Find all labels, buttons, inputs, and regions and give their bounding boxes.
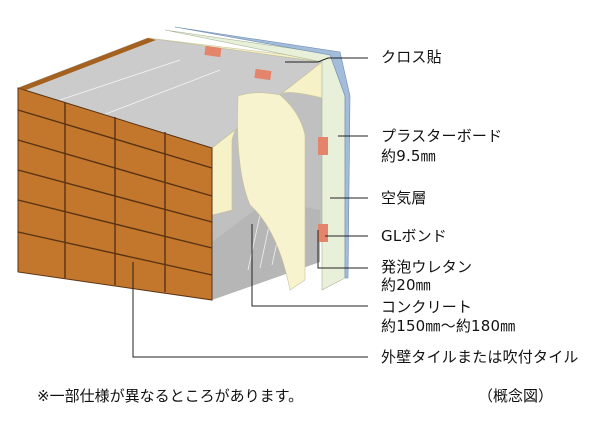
label-urethane: 発泡ウレタン: [381, 258, 473, 276]
cloth-layer: [174, 26, 351, 279]
label-air-layer: 空気層: [381, 189, 427, 207]
label-exterior: 外壁タイルまたは吹付タイル: [381, 348, 579, 366]
gl-bond-dab: [318, 224, 328, 242]
leader-lines: [132, 57, 368, 358]
gl-bond-dab: [318, 137, 328, 155]
label-cloth: クロス貼: [381, 48, 442, 66]
gl-bond-dab: [254, 68, 272, 81]
urethane-curl: [237, 92, 306, 291]
tile-grout-lines: [17, 102, 213, 292]
label-urethane-thickness: 約20㎜: [381, 276, 431, 294]
label-plasterboard: プラスターボード: [381, 127, 503, 145]
gl-bond-dab: [204, 45, 222, 58]
concrete-texture: [59, 59, 285, 271]
label-concrete-thickness: 約150㎜〜約180㎜: [381, 317, 516, 335]
label-concrete: コンクリート: [381, 298, 473, 316]
label-gl-bond: GLボンド: [381, 227, 447, 245]
tile-top-edge: [18, 38, 156, 90]
diagram-note: （概念図）: [478, 387, 554, 405]
disclaimer-note: ※一部仕様が異なるところがあります。: [37, 387, 304, 405]
label-plasterboard-thickness: 約9.5㎜: [381, 147, 436, 165]
